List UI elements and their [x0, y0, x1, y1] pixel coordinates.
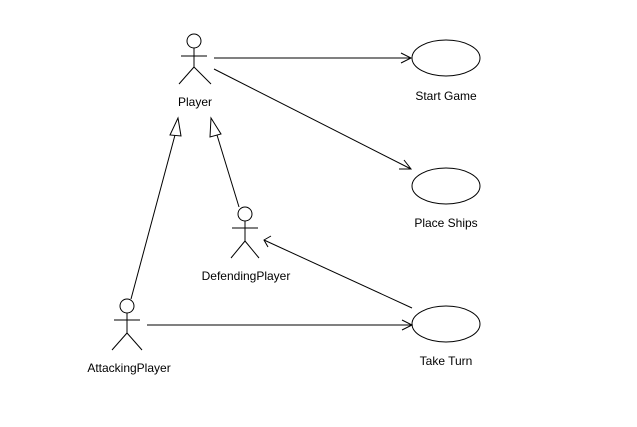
association-player-place-ships	[213, 68, 413, 170]
use-case-ellipse	[411, 305, 481, 343]
arrowhead-icon	[400, 52, 413, 64]
association-take-turn-defending	[263, 235, 413, 309]
actor-label-attacking-player: AttackingPlayer	[87, 361, 170, 375]
stick-figure-icon	[178, 33, 212, 85]
actor-label-player: Player	[178, 95, 212, 109]
stick-figure-icon	[230, 206, 260, 259]
arrowhead-icon	[263, 235, 272, 248]
use-case-ellipse	[411, 167, 481, 205]
generalization-defending-player	[209, 116, 240, 208]
use-case-take-turn: Take Turn	[411, 305, 481, 368]
use-case-label-start-game: Start Game	[415, 89, 477, 103]
use-case-start-game: Start Game	[411, 39, 481, 103]
use-case-ellipse	[411, 39, 481, 77]
actor-attacking-player: AttackingPlayer	[87, 298, 171, 375]
actor-label-defending-player: DefendingPlayer	[202, 269, 291, 283]
association-player-start-game	[214, 52, 413, 64]
stick-figure-icon	[111, 298, 143, 351]
use-case-label-take-turn: Take Turn	[420, 354, 473, 368]
use-case-label-place-ships: Place Ships	[414, 216, 477, 230]
arrowhead-icon	[399, 159, 413, 170]
association-attacking-take-turn	[147, 319, 414, 331]
actor-defending-player: DefendingPlayer	[202, 206, 291, 283]
actor-player: Player	[178, 33, 212, 109]
use-case-place-ships: Place Ships	[411, 167, 481, 230]
generalization-attacking-player	[130, 116, 182, 300]
arrowhead-icon	[401, 319, 414, 331]
triangle-arrowhead-icon	[169, 116, 182, 137]
triangle-arrowhead-icon	[209, 116, 222, 138]
